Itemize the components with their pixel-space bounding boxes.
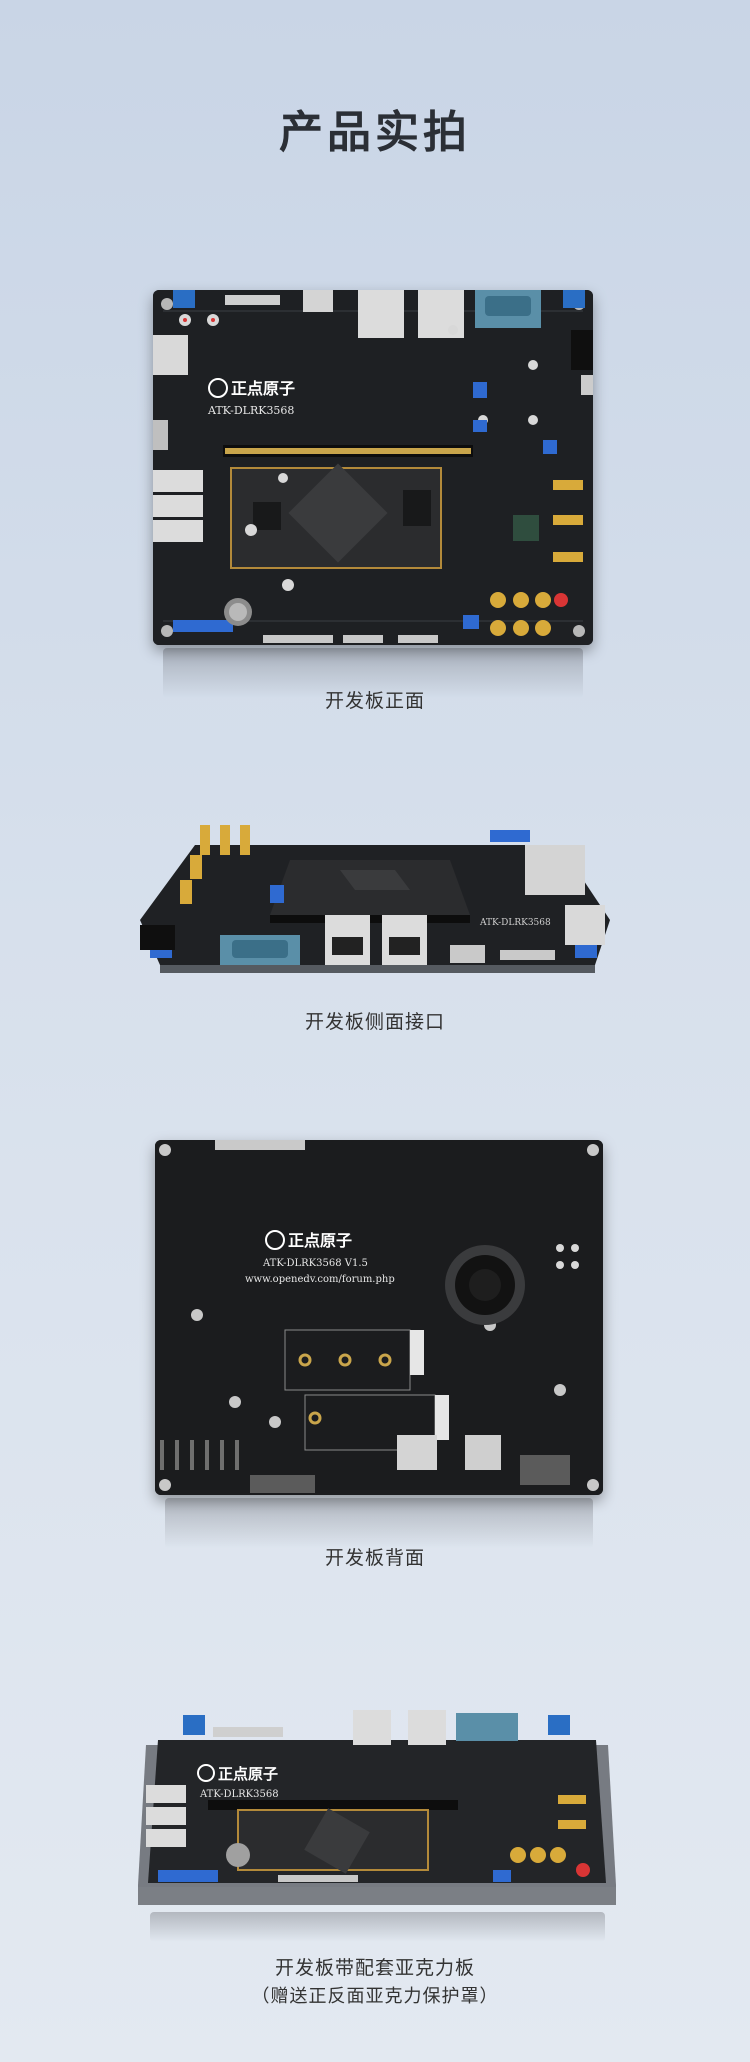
back-url-text: www.openedv.com/forum.php [245,1274,395,1285]
acrylic-model-text: ATK-DLRK3568 [199,1789,279,1800]
caption-side: 开发板侧面接口 [304,1011,445,1033]
front-brand-text: 正点原子 [231,379,295,398]
front-model-text: ATK-DLRK3568 [207,404,294,417]
page-title: 产品实拍 [279,107,471,158]
caption-front: 开发板正面 [324,690,425,712]
board-back-reflection [165,1498,593,1548]
board-front-reflection [163,648,583,698]
caption-acrylic-line2: （赠送正反面亚克力保护罩） [251,1986,499,2007]
back-brand-text: 正点原子 [288,1231,352,1250]
board-back-photo: 正点原子 ATK-DLRK3568 V1.5 www.openedv.com/f… [155,1140,603,1495]
back-model-text: ATK-DLRK3568 V1.5 [262,1258,368,1269]
board-front-photo: 正点原子 ATK-DLRK3568 [153,290,593,645]
side-model-text: ATK-DLRK3568 [479,918,551,928]
caption-acrylic-line1: 开发板带配套亚克力板 [274,1957,475,1979]
acrylic-brand-text: 正点原子 [218,1765,278,1783]
board-side-photo: ATK-DLRK3568 [140,825,615,975]
board-acrylic-reflection [150,1912,605,1942]
board-acrylic-photo: 正点原子 ATK-DLRK3568 [138,1705,616,1910]
caption-back: 开发板背面 [324,1547,425,1569]
